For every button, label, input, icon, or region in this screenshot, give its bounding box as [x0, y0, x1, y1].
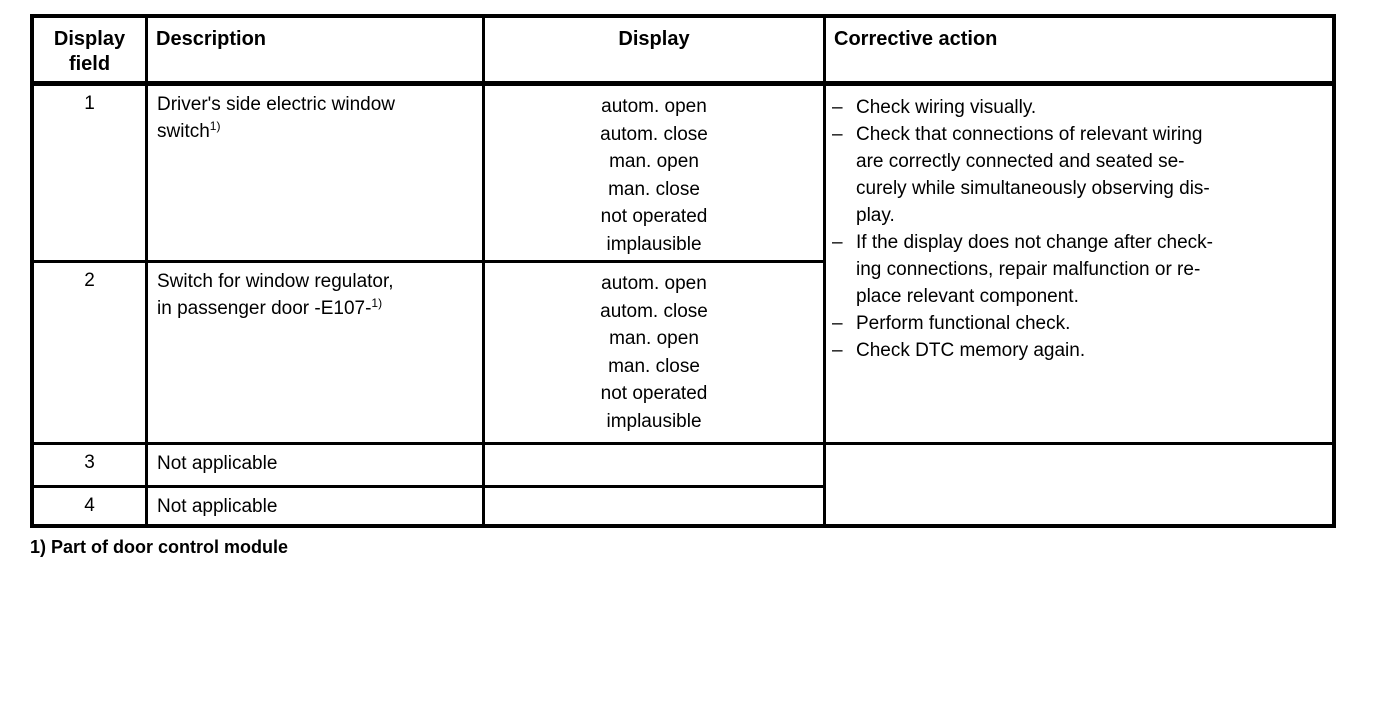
footnote: 1) Part of door control module	[30, 537, 289, 557]
corrective-action-item: – Check that connections of relevant wir…	[832, 121, 1324, 229]
header-display-field: Display field	[34, 18, 148, 86]
cell-description-4: Not applicable	[148, 488, 485, 524]
cell-display-values-1: autom. open autom. close man. open man. …	[485, 86, 826, 263]
footnote-reference: 1)	[209, 119, 221, 133]
cell-display-values-3	[485, 445, 826, 488]
description-text: Driver's side electric window switch	[157, 94, 396, 142]
cell-display-values-4	[485, 488, 826, 524]
cell-description-3: Not applicable	[148, 445, 485, 488]
corrective-action-item: – Check DTC memory again.	[832, 337, 1324, 364]
cell-description-1: Driver's side electric window switch1)	[148, 86, 485, 263]
corrective-action-text: Check DTC memory again.	[856, 340, 1086, 361]
cell-display-field-4: 4	[34, 488, 148, 524]
cell-display-values-2: autom. open autom. close man. open man. …	[485, 263, 826, 445]
header-description: Description	[148, 18, 485, 86]
corrective-action-text: If the display does not change after che…	[856, 232, 1213, 307]
diagnostic-table: Display field Description Display Correc…	[30, 14, 1336, 528]
dash-bullet: –	[832, 232, 843, 253]
dash-bullet: –	[832, 97, 843, 118]
dash-bullet: –	[832, 340, 843, 361]
header-corrective-action: Corrective action	[826, 18, 1332, 86]
corrective-action-item: – Perform functional check.	[832, 310, 1324, 337]
cell-display-field-1: 1	[34, 86, 148, 263]
dash-bullet: –	[832, 313, 843, 334]
cell-display-field-3: 3	[34, 445, 148, 488]
corrective-action-text: Check that connections of relevant wirin…	[856, 124, 1210, 226]
cell-description-2: Switch for window regulator, in passenge…	[148, 263, 485, 445]
corrective-action-text: Perform functional check.	[856, 313, 1071, 334]
corrective-action-text: Check wiring visually.	[856, 97, 1037, 118]
footnote-reference: 1)	[371, 296, 383, 310]
description-text: Not applicable	[157, 453, 278, 474]
corrective-action-item: – Check wiring visually.	[832, 94, 1324, 121]
description-text: Switch for window regulator, in passenge…	[157, 271, 394, 319]
cell-corrective-action-empty	[826, 445, 1332, 524]
header-display: Display	[485, 18, 826, 86]
cell-corrective-action: – Check wiring visually. – Check that co…	[826, 86, 1332, 445]
description-text: Not applicable	[157, 496, 278, 517]
corrective-action-item: – If the display does not change after c…	[832, 229, 1324, 310]
dash-bullet: –	[832, 124, 843, 145]
cell-display-field-2: 2	[34, 263, 148, 445]
